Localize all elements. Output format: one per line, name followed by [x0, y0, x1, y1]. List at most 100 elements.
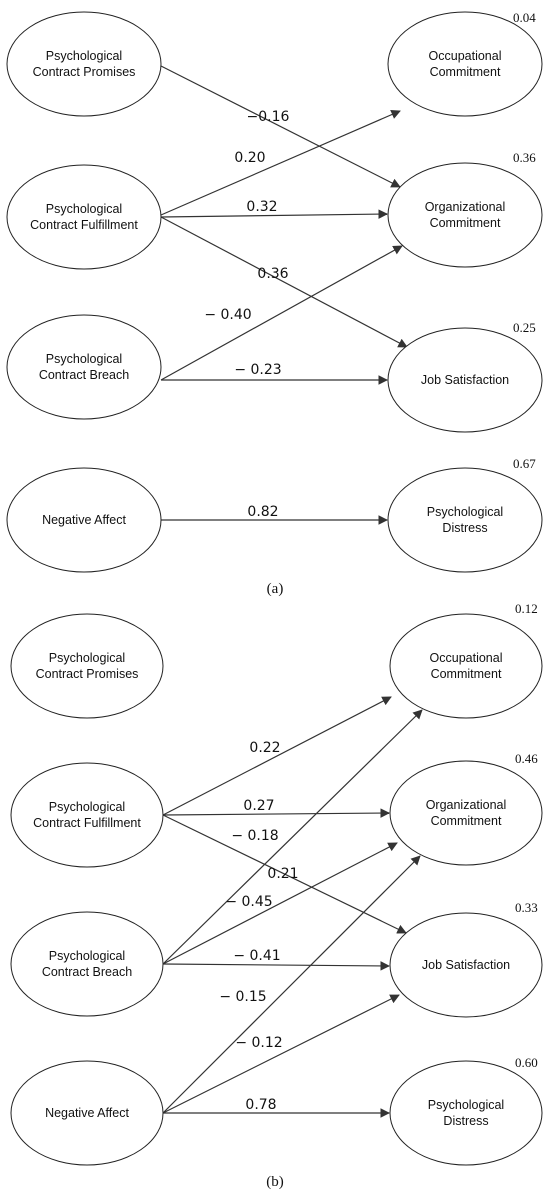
path-coefficient-affect-distress: 0.82	[247, 504, 278, 520]
node-ellipse	[389, 1060, 543, 1166]
node-label: Distress	[443, 1114, 488, 1128]
path-arrow-promises-organizational	[160, 65, 401, 188]
node-label: Organizational	[426, 798, 507, 812]
r-squared-occupational: 0.04	[513, 10, 536, 25]
node-label: Psychological	[428, 1098, 504, 1112]
path-coefficient-fulfillment-occupational: 0.22	[249, 740, 280, 756]
node-label: Contract Breach	[39, 368, 129, 382]
path-coefficient-breach-occupational: − 0.18	[231, 828, 278, 844]
path-coefficient-breach-job: − 0.41	[233, 948, 280, 964]
path-coefficient-fulfillment-job: 0.21	[267, 866, 298, 882]
node-label: Psychological	[49, 800, 125, 814]
path-coefficient-fulfillment-organizational: 0.32	[246, 199, 277, 215]
node-ellipse	[389, 760, 543, 866]
r-squared-distress: 0.67	[513, 456, 536, 471]
path-coefficient-fulfillment-organizational: 0.27	[243, 798, 274, 814]
panel-caption: (a)	[267, 581, 284, 597]
path-arrow-breach-occupational	[162, 709, 423, 965]
path-arrow-affect-organizational	[162, 855, 421, 1114]
r-squared-organizational: 0.46	[515, 751, 538, 766]
path-arrow-fulfillment-occupational	[160, 110, 401, 216]
path-coefficient-affect-job: − 0.12	[235, 1035, 282, 1051]
node-ellipse	[6, 11, 162, 117]
node-label: Occupational	[430, 651, 503, 665]
r-squared-distress: 0.60	[515, 1055, 538, 1070]
node-label: Contract Fulfillment	[30, 218, 138, 232]
path-coefficient-fulfillment-occupational: 0.20	[234, 150, 265, 166]
node-ellipse	[10, 1060, 164, 1166]
node-label: Organizational	[425, 200, 506, 214]
path-arrow-fulfillment-organizational	[160, 209, 388, 219]
r-squared-job-satisfaction: 0.33	[515, 900, 538, 915]
node-ellipse	[387, 11, 543, 117]
node-ellipse	[389, 613, 543, 719]
path-coefficient-affect-organizational: − 0.15	[219, 989, 266, 1005]
node-label: Occupational	[429, 49, 502, 63]
r-squared-occupational: 0.12	[515, 601, 538, 616]
node-label: Job Satisfaction	[422, 958, 510, 972]
node-negative-affect: Negative Affect	[6, 467, 162, 573]
r-squared-organizational: 0.36	[513, 150, 536, 165]
node-label: Psychological	[46, 49, 122, 63]
node-label: Psychological	[49, 651, 125, 665]
node-ellipse	[6, 314, 162, 420]
path-arrow-fulfillment-organizational	[162, 808, 390, 818]
node-ellipse	[387, 162, 543, 268]
path-arrow-fulfillment-job	[160, 216, 408, 348]
path-coefficient-affect-distress: 0.78	[245, 1097, 276, 1113]
path-coefficient-breach-organizational: − 0.40	[204, 307, 251, 323]
node-label: Contract Breach	[42, 965, 132, 979]
panel-caption: (b)	[266, 1174, 284, 1190]
node-label: Commitment	[431, 814, 502, 828]
node-label: Psychological	[427, 505, 503, 519]
node-label: Commitment	[430, 216, 501, 230]
path-arrow-breach-job	[162, 961, 390, 971]
path-coefficient-promises-organizational: −0.16	[247, 109, 290, 125]
node-negative-affect: Negative Affect	[10, 1060, 164, 1166]
path-coefficient-breach-job: − 0.23	[234, 362, 281, 378]
node-label: Psychological	[46, 202, 122, 216]
path-coefficient-breach-organizational: − 0.45	[225, 894, 272, 910]
node-label: Contract Fulfillment	[33, 816, 141, 830]
node-job-satisfaction: Job Satisfaction	[389, 912, 543, 1018]
node-label: Negative Affect	[42, 513, 126, 527]
r-squared-job-satisfaction: 0.25	[513, 320, 536, 335]
path-arrow-fulfillment-occupational	[162, 696, 392, 816]
node-label: Contract Promises	[36, 667, 139, 681]
node-label: Distress	[442, 521, 487, 535]
path-arrow-fulfillment-job	[162, 814, 407, 934]
node-label: Commitment	[430, 65, 501, 79]
node-label: Psychological	[46, 352, 122, 366]
node-label: Commitment	[431, 667, 502, 681]
node-label: Job Satisfaction	[421, 373, 509, 387]
path-arrow-breach-organizational	[160, 245, 403, 381]
node-ellipse	[10, 613, 164, 719]
node-ellipse	[10, 911, 164, 1017]
path-arrow-breach-organizational	[162, 842, 398, 965]
node-ellipse	[389, 912, 543, 1018]
path-arrow-affect-job	[162, 994, 400, 1114]
node-ellipse	[10, 762, 164, 868]
node-ellipse	[387, 327, 543, 433]
node-label: Negative Affect	[45, 1106, 129, 1120]
node-ellipse	[387, 467, 543, 573]
node-job-satisfaction: Job Satisfaction	[387, 327, 543, 433]
node-label: Psychological	[49, 949, 125, 963]
node-ellipse	[6, 164, 162, 270]
node-label: Contract Promises	[33, 65, 136, 79]
